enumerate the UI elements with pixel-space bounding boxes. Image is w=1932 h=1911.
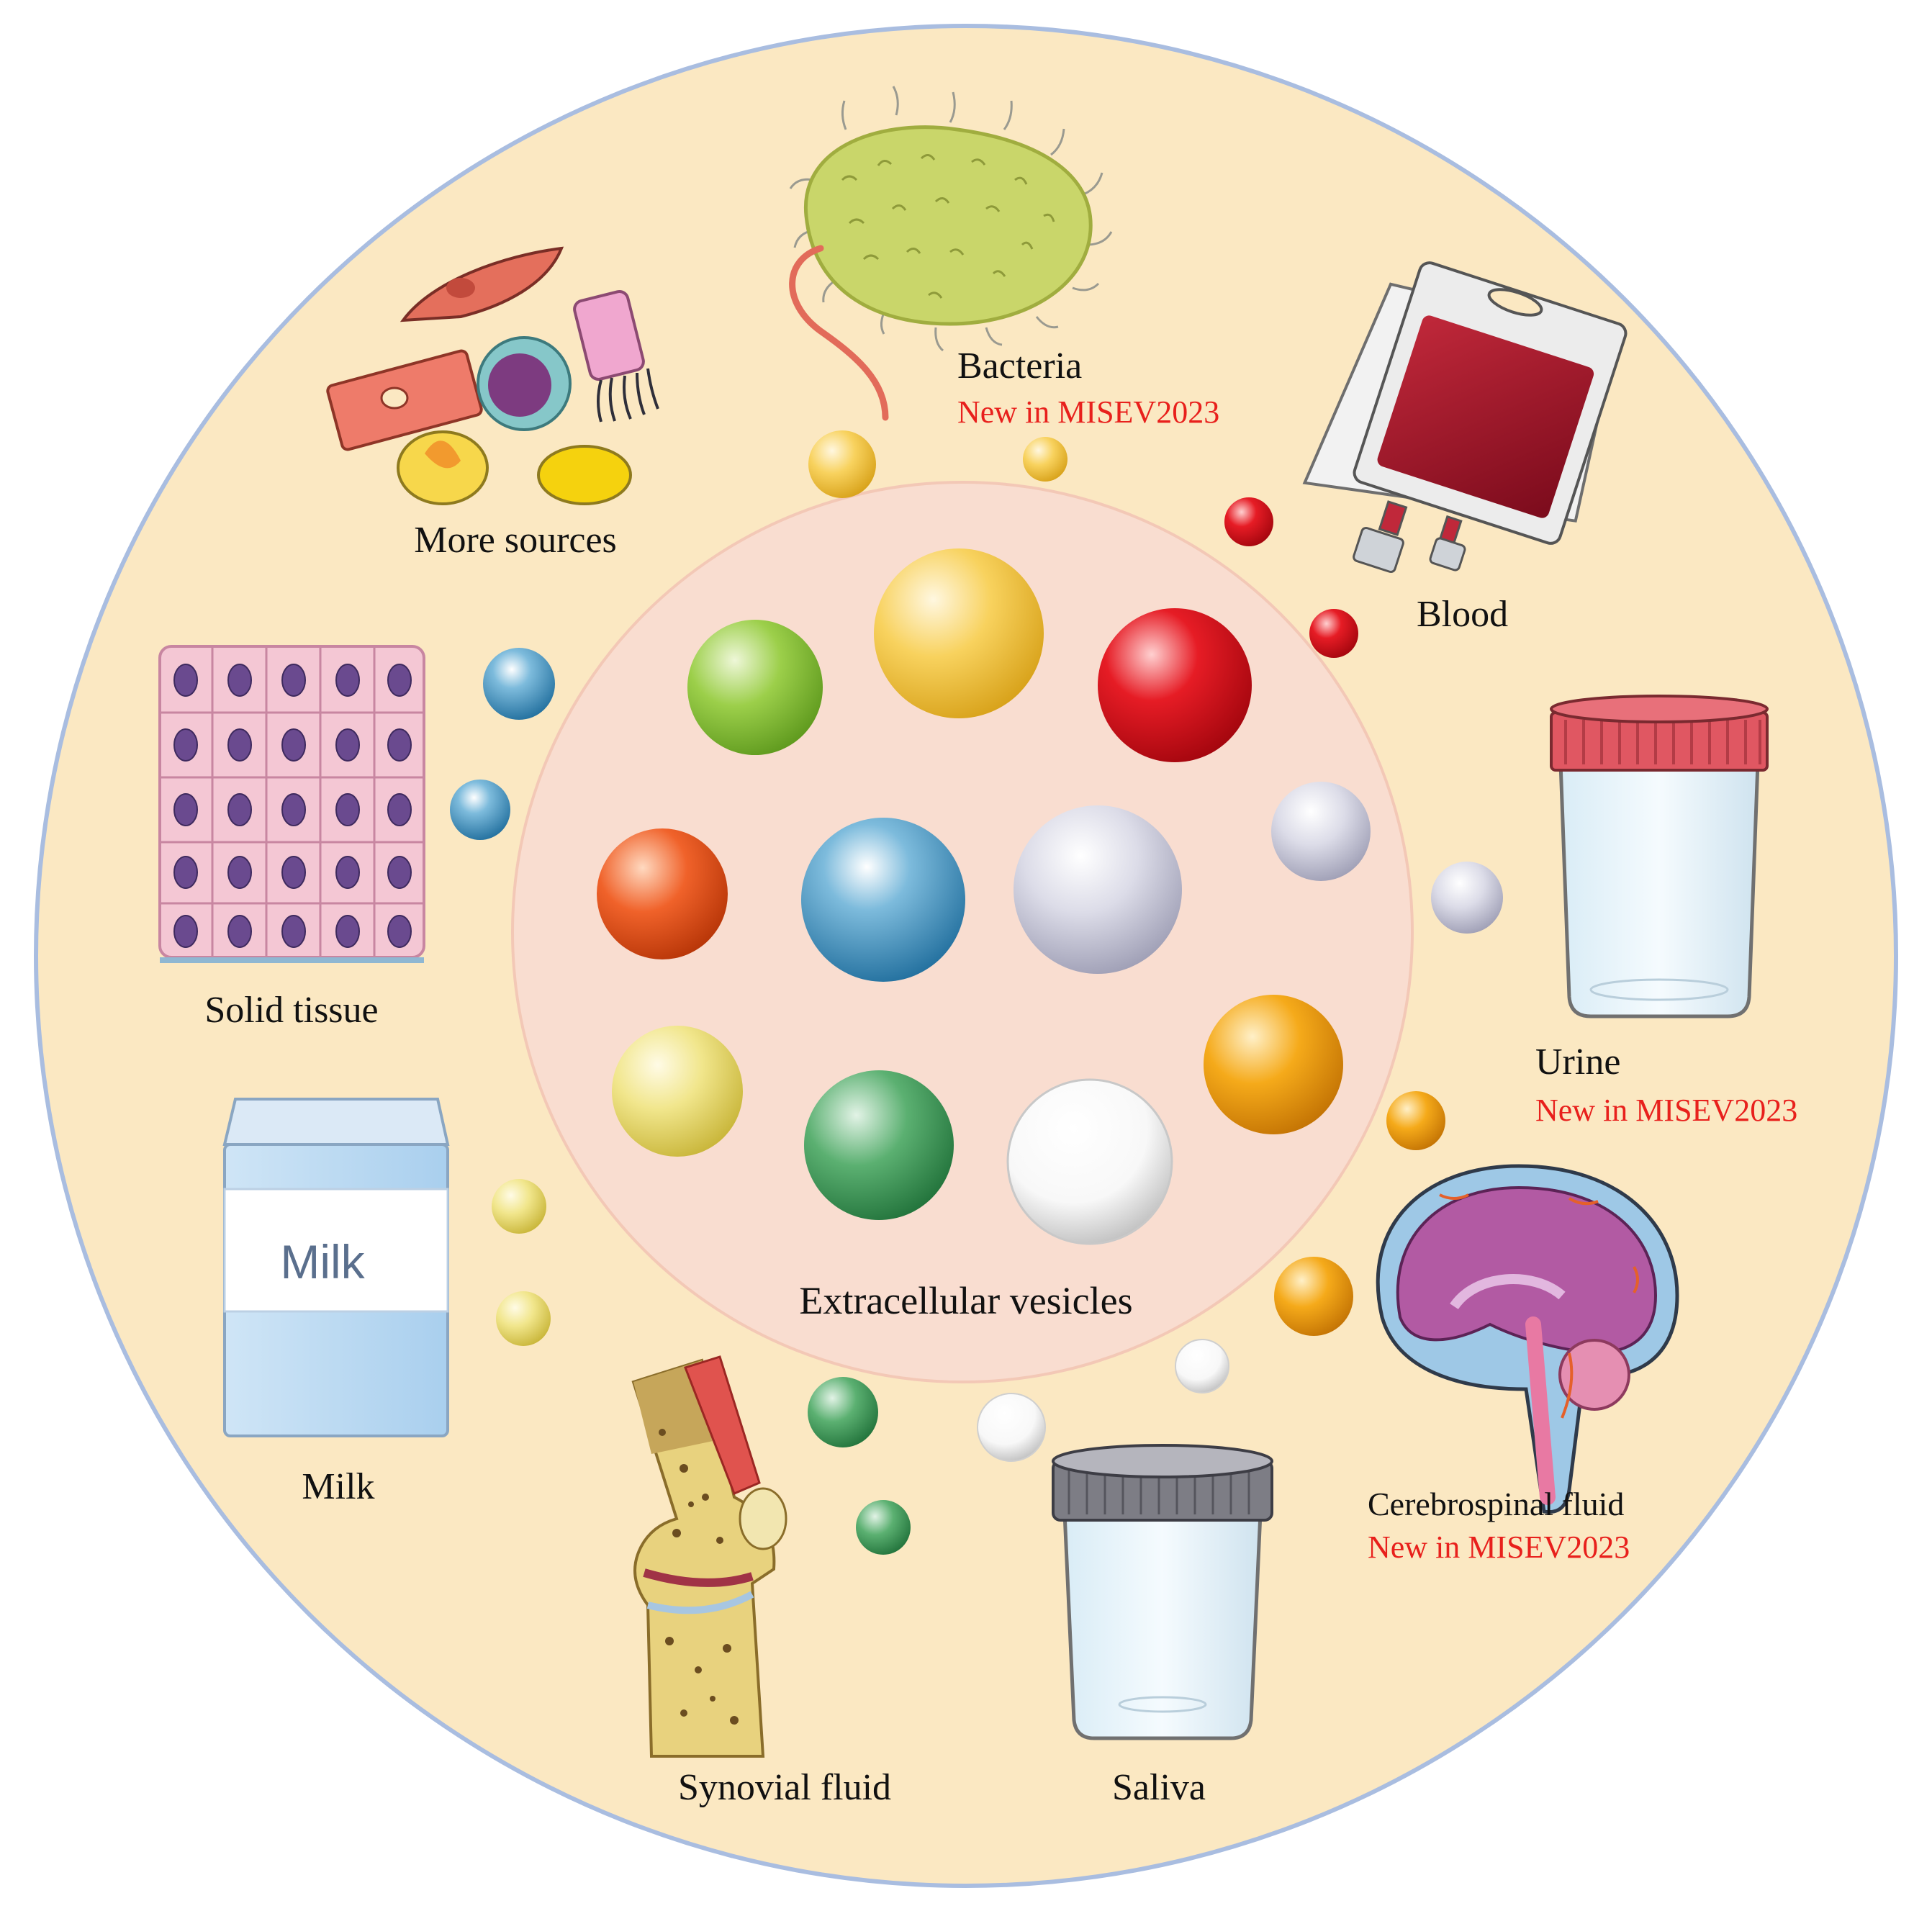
label-urine: Urine (1535, 1042, 1620, 1083)
label-blood: Blood (1417, 594, 1508, 635)
vesicle-pale-yellow (612, 1026, 743, 1157)
label-milk: Milk (302, 1466, 374, 1507)
milk-carton-text: Milk (280, 1235, 365, 1288)
more-sources-illustration (326, 246, 659, 505)
knee-illustration (631, 1355, 787, 1758)
vesicle-red (1098, 608, 1252, 762)
new-badge-urine: New in MISEV2023 (1535, 1093, 1797, 1128)
small-vesicle-blue-2 (450, 780, 510, 840)
small-vesicle-green-2 (856, 1500, 911, 1555)
vesicle-amber (1204, 995, 1343, 1134)
vesicle-white (1006, 1078, 1173, 1245)
central-vesicles (597, 548, 1343, 1245)
center-label: Extracellular vesicles (799, 1279, 1132, 1322)
small-vesicle-green-1 (808, 1377, 878, 1447)
satellite-vesicles (450, 430, 1503, 1555)
flagellum (789, 245, 889, 421)
label-synovial: Synovial fluid (678, 1767, 891, 1808)
small-vesicle-pale-1 (492, 1179, 546, 1234)
blood-bag-illustration (1302, 261, 1628, 574)
urine-jar-illustration (1550, 695, 1769, 1018)
small-vesicle-blue-1 (483, 648, 555, 720)
label-bacteria: Bacteria (957, 345, 1082, 387)
small-vesicle-red-2 (1309, 609, 1358, 658)
small-vesicle-silver-1 (1271, 782, 1371, 881)
vesicle-dark-green (804, 1070, 954, 1220)
label-csf: Cerebrospinal fluid (1368, 1486, 1624, 1522)
small-vesicle-pale-2 (496, 1291, 551, 1346)
small-vesicle-amber-2 (1274, 1257, 1353, 1336)
label-saliva: Saliva (1112, 1767, 1206, 1808)
small-vesicle-amber-1 (1386, 1091, 1445, 1150)
label-more-sources: More sources (414, 520, 617, 561)
small-vesicle-white-1 (1175, 1339, 1229, 1393)
small-vesicle-white-2 (977, 1393, 1046, 1462)
new-badge-bacteria: New in MISEV2023 (957, 394, 1219, 430)
label-tissue: Solid tissue (204, 990, 378, 1031)
vesicle-blue (801, 818, 965, 982)
vesicle-silver (1014, 805, 1182, 974)
milk-carton-illustration: Milk (222, 1098, 450, 1437)
vesicle-green (687, 620, 823, 755)
bacteria-illustration (789, 86, 1113, 421)
new-badge-csf: New in MISEV2023 (1368, 1530, 1630, 1565)
vesicle-yellow (874, 548, 1044, 718)
brain-illustration (1376, 1164, 1679, 1514)
small-vesicle-yellow-2 (1023, 437, 1067, 482)
small-vesicle-yellow-1 (808, 430, 876, 498)
tissue-illustration (158, 645, 425, 963)
saliva-jar-illustration (1052, 1444, 1273, 1740)
small-vesicle-red-1 (1224, 497, 1273, 546)
small-vesicle-silver-2 (1431, 862, 1503, 934)
vesicle-orange (597, 828, 728, 959)
